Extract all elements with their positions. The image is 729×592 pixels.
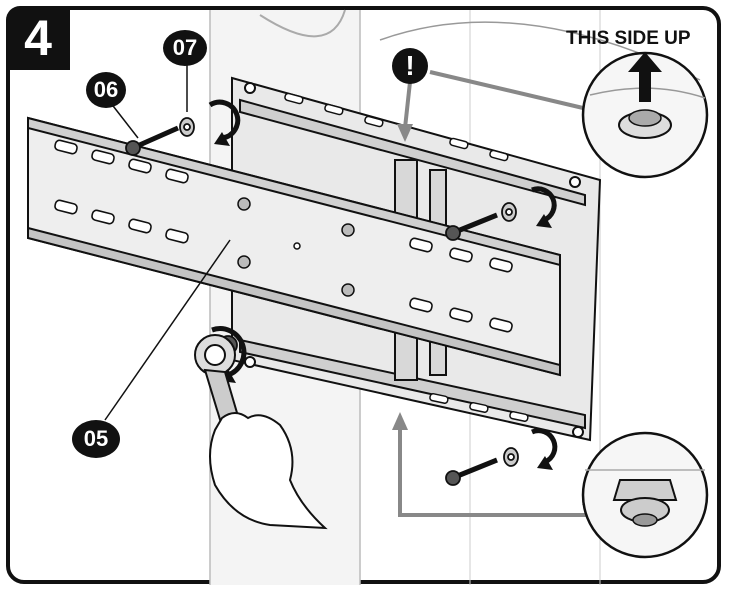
- warning-icon: !: [392, 48, 428, 84]
- bolt-top-left: [125, 117, 195, 156]
- detail-circle-bottom: [581, 431, 709, 559]
- callout-part-07: 07: [163, 30, 207, 66]
- warning-pointers: [403, 70, 601, 129]
- hand: [209, 412, 328, 530]
- bolts-and-washers: [125, 117, 519, 486]
- bolt-bottom-right: [445, 447, 519, 486]
- leader-lines: [104, 62, 231, 421]
- callout-part-05: 05: [72, 420, 120, 458]
- bottom-pointer-arrow: [398, 428, 592, 517]
- callout-part-06: 06: [86, 72, 126, 108]
- up-arrow-icon: [628, 52, 662, 102]
- orientation-label: THIS SIDE UP: [566, 28, 691, 49]
- mounting-plate-05: [27, 116, 561, 377]
- bolt-top-right: [445, 202, 517, 241]
- rotation-arrows: [208, 99, 558, 465]
- step-number-badge: 4: [6, 6, 70, 70]
